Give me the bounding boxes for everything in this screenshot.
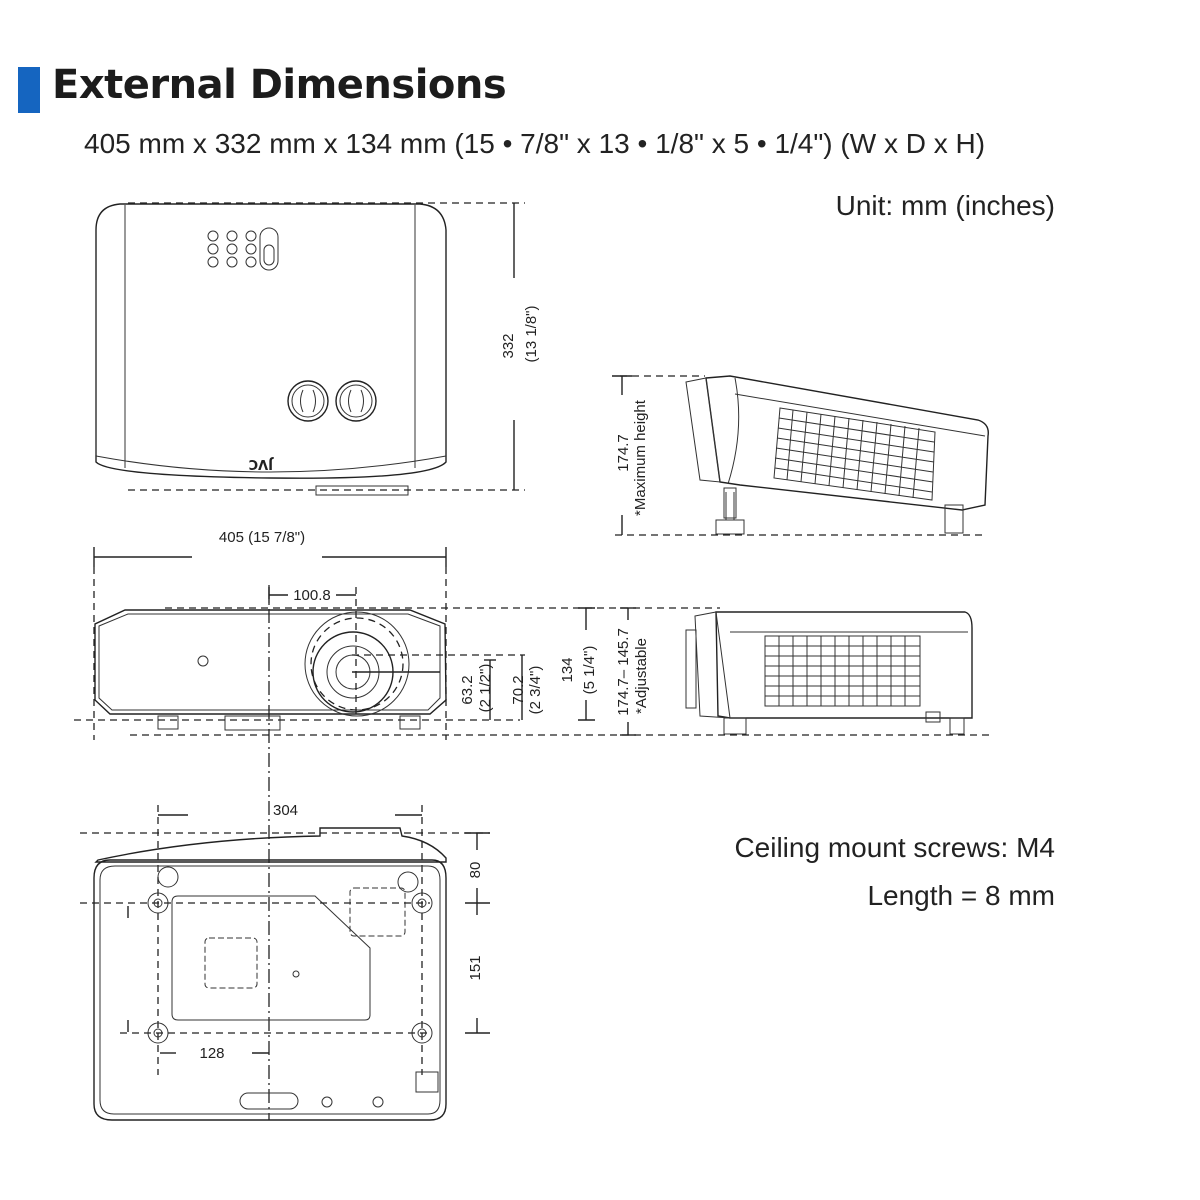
overall-dimensions: 405 mm x 332 mm x 134 mm (15 • 7/8" x 13… [84, 128, 986, 159]
lens-offset-dim: 100.8 [293, 587, 331, 604]
screw-offset-center: 128 [199, 1045, 224, 1062]
lens-height-2-in: (2 3/4") [527, 666, 544, 715]
control-keypad-icon [207, 227, 279, 271]
lens-height-1-in: (2 1/2") [477, 664, 494, 713]
screw-spacing-w: 304 [273, 802, 298, 819]
jvc-logo: JVC [249, 456, 274, 471]
top-view-drawing: JVC 332 (13 1/8") [95, 202, 540, 496]
lens-height-2: 70.2 [510, 675, 527, 704]
lens-adjust-knobs-icon [287, 380, 377, 422]
vent-grille-icon [773, 407, 936, 501]
screw-spacing-d: 151 [467, 955, 484, 980]
page-title: External Dimensions [52, 62, 507, 108]
bottom-view-drawing: 304 128 [80, 802, 490, 1121]
screw-length-note: Length = 8 mm [867, 880, 1055, 911]
height-dim: 134 [559, 657, 576, 682]
ceiling-screws-note: Ceiling mount screws: M4 [734, 832, 1055, 863]
flat-side-view-drawing [685, 611, 973, 735]
height-dim-in: (5 1/4") [581, 646, 598, 695]
unit-label: Unit: mm (inches) [835, 190, 1055, 221]
front-view-drawing: 405 (15 7/8") 100.8 [74, 529, 990, 1120]
width-dim: 405 (15 7/8") [219, 529, 305, 546]
adjustable-dim: 174.7– 145.7 [615, 628, 632, 716]
vent-grille-icon [764, 635, 921, 707]
lens-height-1: 63.2 [459, 675, 476, 704]
depth-dim-in: (13 1/8") [523, 305, 540, 362]
max-height-dim: 174.7 [615, 434, 632, 472]
front-to-screw-dim: 80 [467, 862, 484, 879]
depth-dim: 332 [500, 333, 517, 358]
tilted-side-view-drawing: 174.7 *Maximum height [612, 375, 989, 536]
speaker-grille-icon [204, 887, 406, 989]
max-height-note: *Maximum height [632, 399, 649, 516]
lens-icon [304, 611, 410, 717]
adjustable-note: *Adjustable [633, 638, 650, 714]
title-accent-bar [18, 67, 40, 113]
